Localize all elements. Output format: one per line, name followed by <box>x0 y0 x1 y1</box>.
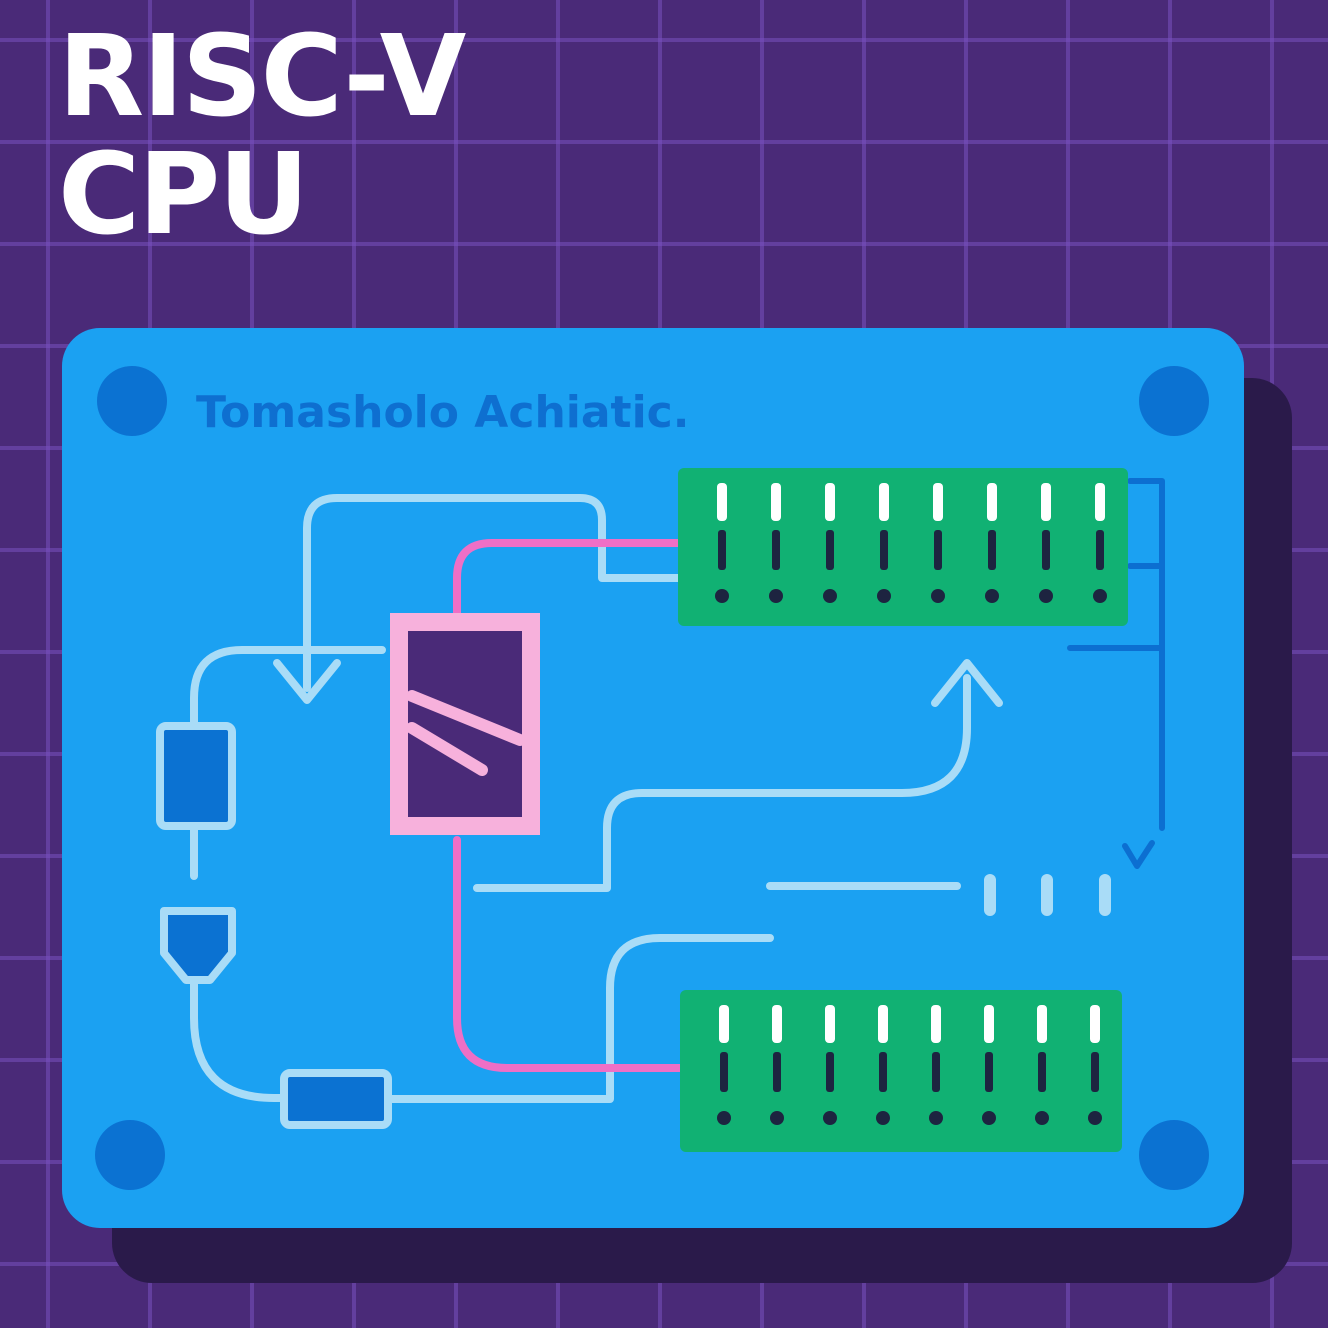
arrow-up-icon <box>931 659 1003 707</box>
arrow-down-small-icon <box>1122 840 1155 869</box>
page-title: RISC-V CPU <box>58 12 466 260</box>
chip-pin <box>1041 483 1051 521</box>
memory-chip-icon <box>680 990 1122 1152</box>
wire-left-bus <box>190 646 386 730</box>
chip-pin <box>825 483 835 521</box>
chip-pin <box>933 483 943 521</box>
chip-pin <box>931 1005 941 1043</box>
chip-pad <box>823 1111 837 1125</box>
chip-pad <box>929 1111 943 1125</box>
chip-pad <box>770 1111 784 1125</box>
board-label: Tomasholo Achiatic. <box>196 387 690 438</box>
arrow-down-icon <box>273 659 341 704</box>
chip-pad <box>717 1111 731 1125</box>
chip-pin <box>984 1005 994 1043</box>
wire-dark-right <box>1067 478 1165 831</box>
wire-left-lower <box>190 976 288 1102</box>
chip-pin-lead <box>772 530 780 570</box>
chip-pin <box>1090 1005 1100 1043</box>
chip-pad <box>985 589 999 603</box>
chip-pad <box>1088 1111 1102 1125</box>
chip-pin <box>878 1005 888 1043</box>
chip-pad <box>982 1111 996 1125</box>
chip-pin-lead <box>934 530 942 570</box>
wire-bottom <box>384 934 774 1103</box>
chip-pin-lead <box>718 530 726 570</box>
chip-pin-lead <box>1096 530 1104 570</box>
wire-mid-route <box>473 674 971 892</box>
chip-pad <box>931 589 945 603</box>
chip-pin-lead <box>1038 1052 1046 1092</box>
wire-top-loop <box>303 494 686 692</box>
mounting-hole-icon <box>97 366 167 436</box>
mounting-hole-icon <box>1139 366 1209 436</box>
resistor-bottom-icon <box>280 1069 392 1129</box>
chip-pad <box>823 589 837 603</box>
chip-pad <box>1039 589 1053 603</box>
chip-pin <box>825 1005 835 1043</box>
chip-pin <box>987 483 997 521</box>
processor-chip-icon <box>390 613 540 835</box>
chip-pin-lead <box>826 530 834 570</box>
chip-pin <box>1095 483 1105 521</box>
chip-pin-lead <box>773 1052 781 1092</box>
chip-pad <box>876 1111 890 1125</box>
chip-pin <box>1037 1005 1047 1043</box>
chip-pad <box>877 589 891 603</box>
chip-pin <box>772 1005 782 1043</box>
chip-pin <box>717 483 727 521</box>
chip-pin-lead <box>720 1052 728 1092</box>
chip-pad <box>715 589 729 603</box>
chip-pin <box>879 483 889 521</box>
chip-pad <box>769 589 783 603</box>
chip-pin <box>771 483 781 521</box>
mounting-hole-icon <box>1139 1120 1209 1190</box>
memory-chip-icon <box>678 468 1128 626</box>
chip-pin-lead <box>985 1052 993 1092</box>
chip-pin-lead <box>932 1052 940 1092</box>
diode-icon <box>160 907 236 984</box>
chip-pin-lead <box>879 1052 887 1092</box>
chip-pin <box>719 1005 729 1043</box>
chip-pin-lead <box>988 530 996 570</box>
wire-pink-bottom <box>453 836 686 1072</box>
mounting-hole-icon <box>95 1120 165 1190</box>
circuit-board: Tomasholo Achiatic. <box>62 328 1244 1228</box>
chip-pad <box>1035 1111 1049 1125</box>
chip-pin-lead <box>1042 530 1050 570</box>
chip-pin-lead <box>826 1052 834 1092</box>
chip-pad <box>1093 589 1107 603</box>
chip-pin-lead <box>1091 1052 1099 1092</box>
chip-pin-lead <box>880 530 888 570</box>
circuit-diagram <box>156 468 1165 1152</box>
wire-pink-top <box>453 539 686 632</box>
resistor-icon <box>156 722 236 830</box>
